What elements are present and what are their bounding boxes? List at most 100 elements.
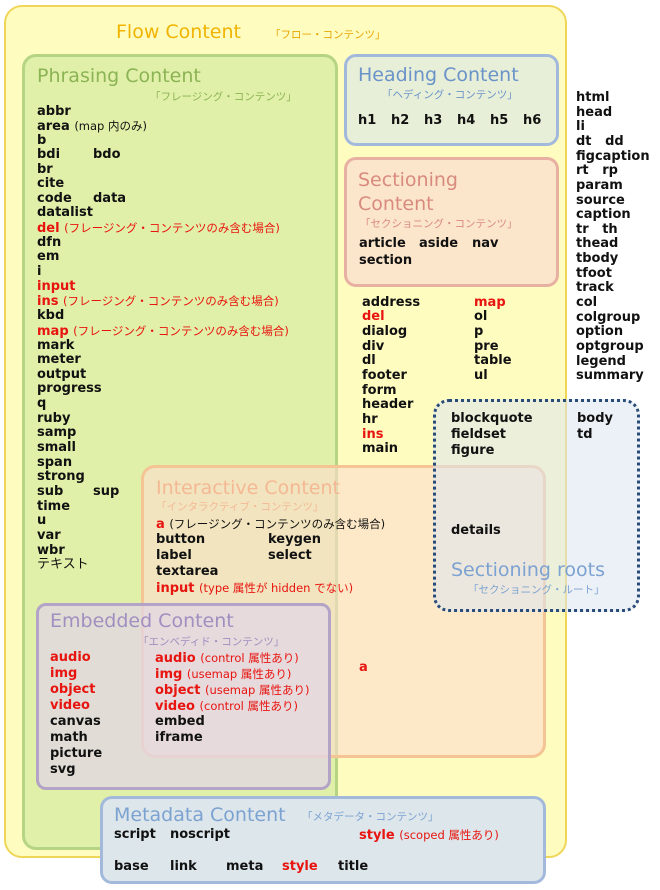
element-code: code — [37, 191, 72, 206]
element-data: data — [93, 191, 127, 206]
metadata-subtitle: 「メタデータ・コンテンツ」 — [302, 811, 439, 823]
element-dialog: dialog — [362, 324, 408, 339]
element-samp: samp — [37, 425, 77, 440]
element-textarea: textarea — [156, 564, 219, 579]
flow-subtitle: 「フロー・コンテンツ」 — [270, 29, 386, 41]
sectioning-title-line1: Sectioning — [358, 169, 458, 191]
element-base: base — [114, 859, 149, 874]
element-h2: h2 — [391, 113, 410, 128]
element-table: table — [474, 353, 512, 368]
element-header: header — [362, 397, 414, 412]
element-meter: meter — [37, 352, 81, 367]
element-legend: legend — [576, 354, 626, 369]
element-h6: h6 — [523, 113, 542, 128]
element-select: select — [268, 548, 312, 563]
element-main: main — [362, 441, 399, 456]
element-noscript: noscript — [170, 827, 231, 842]
embedded-content-region — [36, 603, 331, 790]
element-tfoot: tfoot — [576, 266, 612, 281]
element-meta: meta — [226, 859, 264, 874]
sectioning-roots-region — [433, 399, 640, 612]
element-sup: sup — [93, 484, 120, 499]
element-h3: h3 — [424, 113, 443, 128]
phrasing-subtitle: 「フレージング・コンテンツ」 — [150, 91, 297, 103]
element-hr: hr — [362, 412, 378, 427]
element-li: li — [576, 119, 585, 134]
element-h5: h5 — [490, 113, 509, 128]
element-img-interactive: img (usemap 属性あり) — [155, 667, 292, 682]
sectioning-content-region — [344, 157, 559, 287]
element-video: video — [50, 698, 90, 713]
element-mark: mark — [37, 338, 75, 353]
element-tr-th: tr th — [576, 222, 618, 237]
element-text: テキスト — [37, 557, 89, 572]
element-time: time — [37, 499, 71, 514]
element-source: source — [576, 193, 625, 208]
element-q: q — [37, 396, 47, 411]
element-input: input — [37, 279, 76, 294]
element-dl: dl — [362, 353, 376, 368]
element-span: span — [37, 455, 73, 470]
element-ol: ol — [474, 309, 488, 324]
phrasing-title: Phrasing Content — [37, 65, 201, 87]
element-keygen: keygen — [268, 532, 321, 547]
element-br: br — [37, 162, 53, 177]
flow-title: Flow Content — [116, 21, 241, 43]
element-rt-rp: rt rp — [576, 163, 618, 178]
element-map: map (フレージング・コンテンツのみ含む場合) — [37, 324, 289, 339]
element-pre: pre — [474, 339, 499, 354]
element-i: i — [37, 264, 42, 279]
element-a-standalone: a — [359, 660, 368, 675]
element-param: param — [576, 178, 623, 193]
element-footer: footer — [362, 368, 407, 383]
heading-content-region — [344, 54, 559, 146]
element-progress: progress — [37, 381, 102, 396]
element-nav: nav — [472, 236, 499, 251]
sectioning-title-line2: Content — [358, 193, 434, 215]
sectioning-subtitle: 「セクショニング・コンテンツ」 — [360, 218, 518, 230]
element-del-flow: del — [362, 309, 385, 324]
element-output: output — [37, 367, 87, 382]
roots-title: Sectioning roots — [451, 559, 606, 581]
element-audio: audio — [50, 650, 91, 665]
element-optgroup: optgroup — [576, 339, 644, 354]
element-audio-interactive: audio (control 属性あり) — [155, 651, 299, 666]
element-bdi: bdi — [37, 147, 61, 162]
element-img: img — [50, 666, 78, 681]
element-svg: svg — [50, 762, 76, 777]
heading-title: Heading Content — [358, 64, 519, 86]
element-b: b — [37, 133, 47, 148]
element-dt-dd: dt dd — [576, 134, 624, 149]
element-em: em — [37, 249, 60, 264]
element-iframe: iframe — [155, 730, 203, 745]
element-ins: ins (フレージング・コンテンツのみ含む場合) — [37, 294, 279, 309]
element-map-flow: map — [474, 295, 506, 310]
heading-subtitle: 「ヘディング・コンテンツ」 — [382, 89, 518, 101]
element-caption: caption — [576, 207, 631, 222]
element-input-interactive: input (type 属性が hidden でない) — [156, 581, 354, 596]
element-fieldset: fieldset — [451, 427, 506, 442]
element-section: section — [359, 253, 413, 268]
element-td: td — [577, 427, 593, 442]
element-math: math — [50, 730, 88, 745]
element-embed: embed — [155, 714, 205, 729]
element-h4: h4 — [457, 113, 476, 128]
element-p: p — [474, 324, 484, 339]
element-video-interactive: video (control 属性あり) — [155, 699, 299, 714]
interactive-title: Interactive Content — [156, 477, 340, 499]
element-picture: picture — [50, 746, 103, 761]
element-ul: ul — [474, 368, 488, 383]
element-label: label — [156, 548, 192, 563]
metadata-title: Metadata Content — [114, 804, 286, 826]
element-del: del (フレージング・コンテンツのみ含む場合) — [37, 221, 280, 236]
element-option: option — [576, 324, 624, 339]
element-html: html — [576, 90, 610, 105]
element-a-interactive: a (フレージング・コンテンツのみ含む場合) — [156, 517, 386, 532]
element-script: script — [114, 827, 156, 842]
element-address: address — [362, 295, 421, 310]
element-details: details — [451, 523, 501, 538]
element-figure: figure — [451, 443, 495, 458]
element-object: object — [50, 682, 96, 697]
element-h1: h1 — [358, 113, 377, 128]
element-col: col — [576, 295, 598, 310]
